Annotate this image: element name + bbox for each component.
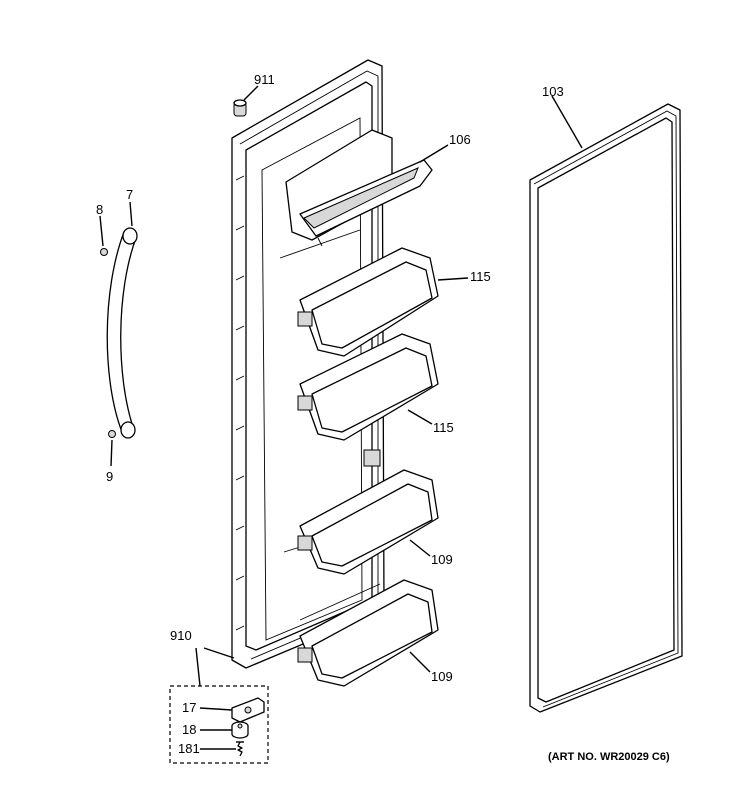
hinge-bracket-17 [231,697,265,723]
handle-screw-9 [108,430,116,438]
hinge-kit-box [169,685,269,764]
art-number: (ART NO. WR20029 C6) [548,751,670,763]
callout-8: 8 [96,202,103,217]
callout-181: 181 [178,741,200,756]
leader-lines [99,85,583,750]
callout-115-lower: 115 [433,420,454,435]
hinge-screw-181 [236,741,244,757]
door-bin-115-upper [297,247,439,357]
door-bin-109-lower [297,579,439,687]
handle-screw-8 [100,248,108,256]
callout-115-upper: 115 [470,269,491,284]
callout-9: 9 [106,469,113,484]
callout-106: 106 [449,132,471,147]
callout-103: 103 [542,84,564,99]
door-gasket [529,103,683,713]
callout-17: 17 [182,700,196,715]
door-handle [106,227,138,439]
hinge-bushing-18 [231,721,249,739]
callout-109-lower: 109 [431,669,453,684]
door-bin-115-lower [297,333,439,467]
callout-7: 7 [126,187,133,202]
callout-109-upper: 109 [431,552,453,567]
callout-910: 910 [170,628,192,643]
dairy-compartment [285,129,433,247]
callout-18: 18 [182,722,196,737]
callout-911: 911 [254,72,275,87]
door-bin-109-upper [297,469,439,575]
door-cap-911 [233,99,247,117]
